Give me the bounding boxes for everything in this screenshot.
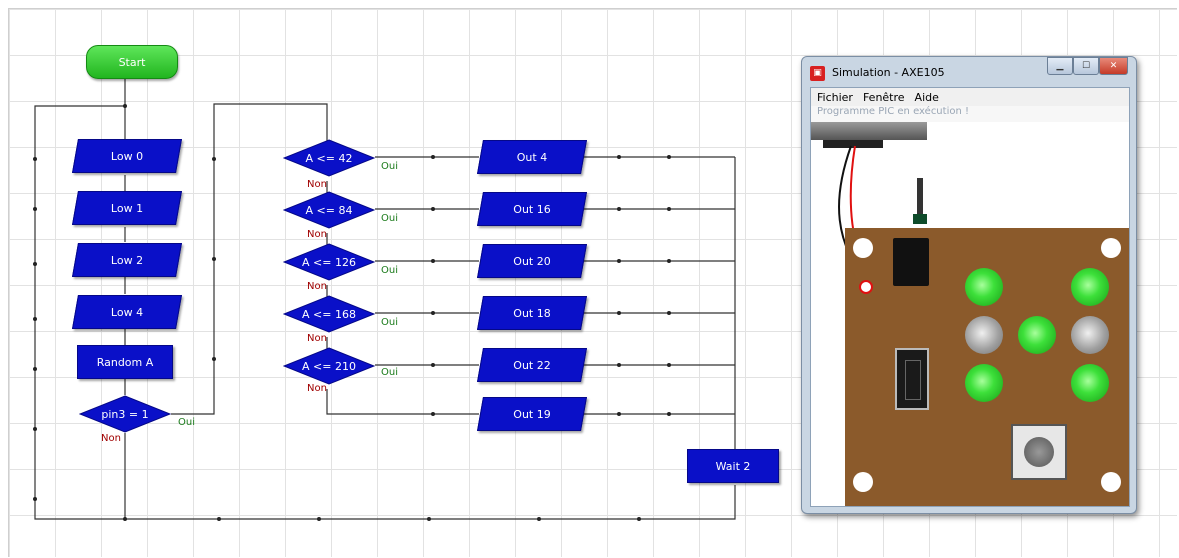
low-0-label: Low 0	[110, 149, 144, 163]
out-label: Out 18	[513, 306, 551, 320]
menu-fenetre[interactable]: Fenêtre	[862, 90, 905, 104]
out-20-node[interactable]: Out 20	[480, 244, 584, 278]
menu-fichier[interactable]: Fichier	[817, 90, 853, 104]
out-22-node[interactable]: Out 22	[480, 348, 584, 382]
led-center	[1018, 316, 1056, 354]
simulation-content: Fichier Fenêtre Aide Programme PIC en ex…	[810, 87, 1130, 507]
menu-aide[interactable]: Aide	[914, 90, 939, 104]
usb-connector-strip	[811, 122, 927, 140]
no-label: Non	[307, 179, 327, 190]
mount-hole	[853, 472, 873, 492]
mount-hole	[1101, 238, 1121, 258]
low-0-node[interactable]: Low 0	[75, 139, 179, 173]
decision-label: A <= 126	[302, 255, 356, 269]
random-a-label: Random A	[96, 355, 154, 369]
diamond-shape	[283, 191, 375, 229]
diamond-shape	[283, 347, 375, 385]
decision-label: A <= 84	[305, 203, 353, 217]
diamond-shape	[283, 139, 375, 177]
low-2-node[interactable]: Low 2	[75, 243, 179, 277]
simulation-title: Simulation - AXE105	[832, 66, 945, 79]
mount-hole	[1101, 472, 1121, 492]
push-button-cap	[1024, 437, 1054, 467]
pcb-board	[845, 228, 1129, 506]
microcontroller-chip	[895, 348, 929, 410]
wait-label: Wait 2	[715, 459, 751, 473]
yes-label: Oui	[381, 317, 398, 328]
pin3-decision-label: pin3 = 1	[101, 407, 149, 421]
push-button[interactable]	[1011, 424, 1067, 480]
pin3-decision-node[interactable]: pin3 = 1	[79, 395, 171, 433]
led-top-right	[1071, 268, 1109, 306]
decision-a-le-168[interactable]: A <= 168	[283, 295, 375, 333]
led-bottom-left	[965, 364, 1003, 402]
decision-label: A <= 210	[302, 359, 356, 373]
start-label: Start	[118, 55, 146, 69]
app-logo-icon: ▣	[810, 66, 825, 81]
maximize-button[interactable]: ☐	[1073, 57, 1099, 75]
cable-plug	[823, 140, 883, 148]
led-bottom-right	[1071, 364, 1109, 402]
out-label: Out 19	[513, 407, 551, 421]
wait-2-node[interactable]: Wait 2	[687, 449, 779, 483]
out-label: Out 20	[513, 254, 551, 268]
led-top-left	[965, 268, 1003, 306]
yes-label: Oui	[381, 213, 398, 224]
yes-label: Oui	[381, 367, 398, 378]
out-label: Out 4	[516, 150, 548, 164]
pin3-no-label: Non	[101, 433, 121, 444]
minimize-button[interactable]: ▁	[1047, 57, 1073, 75]
out-16-node[interactable]: Out 16	[480, 192, 584, 226]
decision-label: A <= 168	[302, 307, 356, 321]
out-label: Out 22	[513, 358, 551, 372]
diamond-shape	[79, 395, 171, 433]
out-19-node[interactable]: Out 19	[480, 397, 584, 431]
out-18-node[interactable]: Out 18	[480, 296, 584, 330]
low-2-label: Low 2	[110, 253, 144, 267]
yes-label: Oui	[381, 265, 398, 276]
led-mid-left	[965, 316, 1003, 354]
close-button[interactable]: ✕	[1099, 57, 1128, 75]
pin3-yes-label: Oui	[178, 417, 195, 428]
decision-label: A <= 42	[305, 151, 353, 165]
status-message: Programme PIC en exécution !	[811, 106, 1129, 122]
yes-label: Oui	[381, 161, 398, 172]
no-label: Non	[307, 281, 327, 292]
no-label: Non	[307, 383, 327, 394]
mount-hole	[853, 238, 873, 258]
diamond-shape	[283, 295, 375, 333]
out-label: Out 16	[513, 202, 551, 216]
out-4-node[interactable]: Out 4	[480, 140, 584, 174]
potentiometer-shaft	[913, 178, 927, 224]
low-1-label: Low 1	[110, 201, 144, 215]
flowchart-connectors	[33, 71, 736, 521]
start-node[interactable]: Start	[86, 45, 178, 79]
decision-a-le-84[interactable]: A <= 84	[283, 191, 375, 229]
simulation-titlebar[interactable]: ▣ Simulation - AXE105 ▁ ☐ ✕	[810, 57, 1128, 84]
decision-a-le-210[interactable]: A <= 210	[283, 347, 375, 385]
diamond-shape	[283, 243, 375, 281]
low-1-node[interactable]: Low 1	[75, 191, 179, 225]
decision-a-le-42[interactable]: A <= 42	[283, 139, 375, 177]
potentiometer-body	[893, 238, 929, 286]
led-mid-right	[1071, 316, 1109, 354]
chip-socket	[905, 360, 921, 400]
battery-terminal	[859, 280, 873, 294]
random-a-node[interactable]: Random A	[77, 345, 173, 379]
simulation-window[interactable]: ▣ Simulation - AXE105 ▁ ☐ ✕ Fichier Fenê…	[801, 56, 1137, 514]
low-4-label: Low 4	[110, 305, 144, 319]
no-label: Non	[307, 229, 327, 240]
menu-bar: Fichier Fenêtre Aide	[811, 88, 1129, 106]
low-4-node[interactable]: Low 4	[75, 295, 179, 329]
no-label: Non	[307, 333, 327, 344]
decision-a-le-126[interactable]: A <= 126	[283, 243, 375, 281]
